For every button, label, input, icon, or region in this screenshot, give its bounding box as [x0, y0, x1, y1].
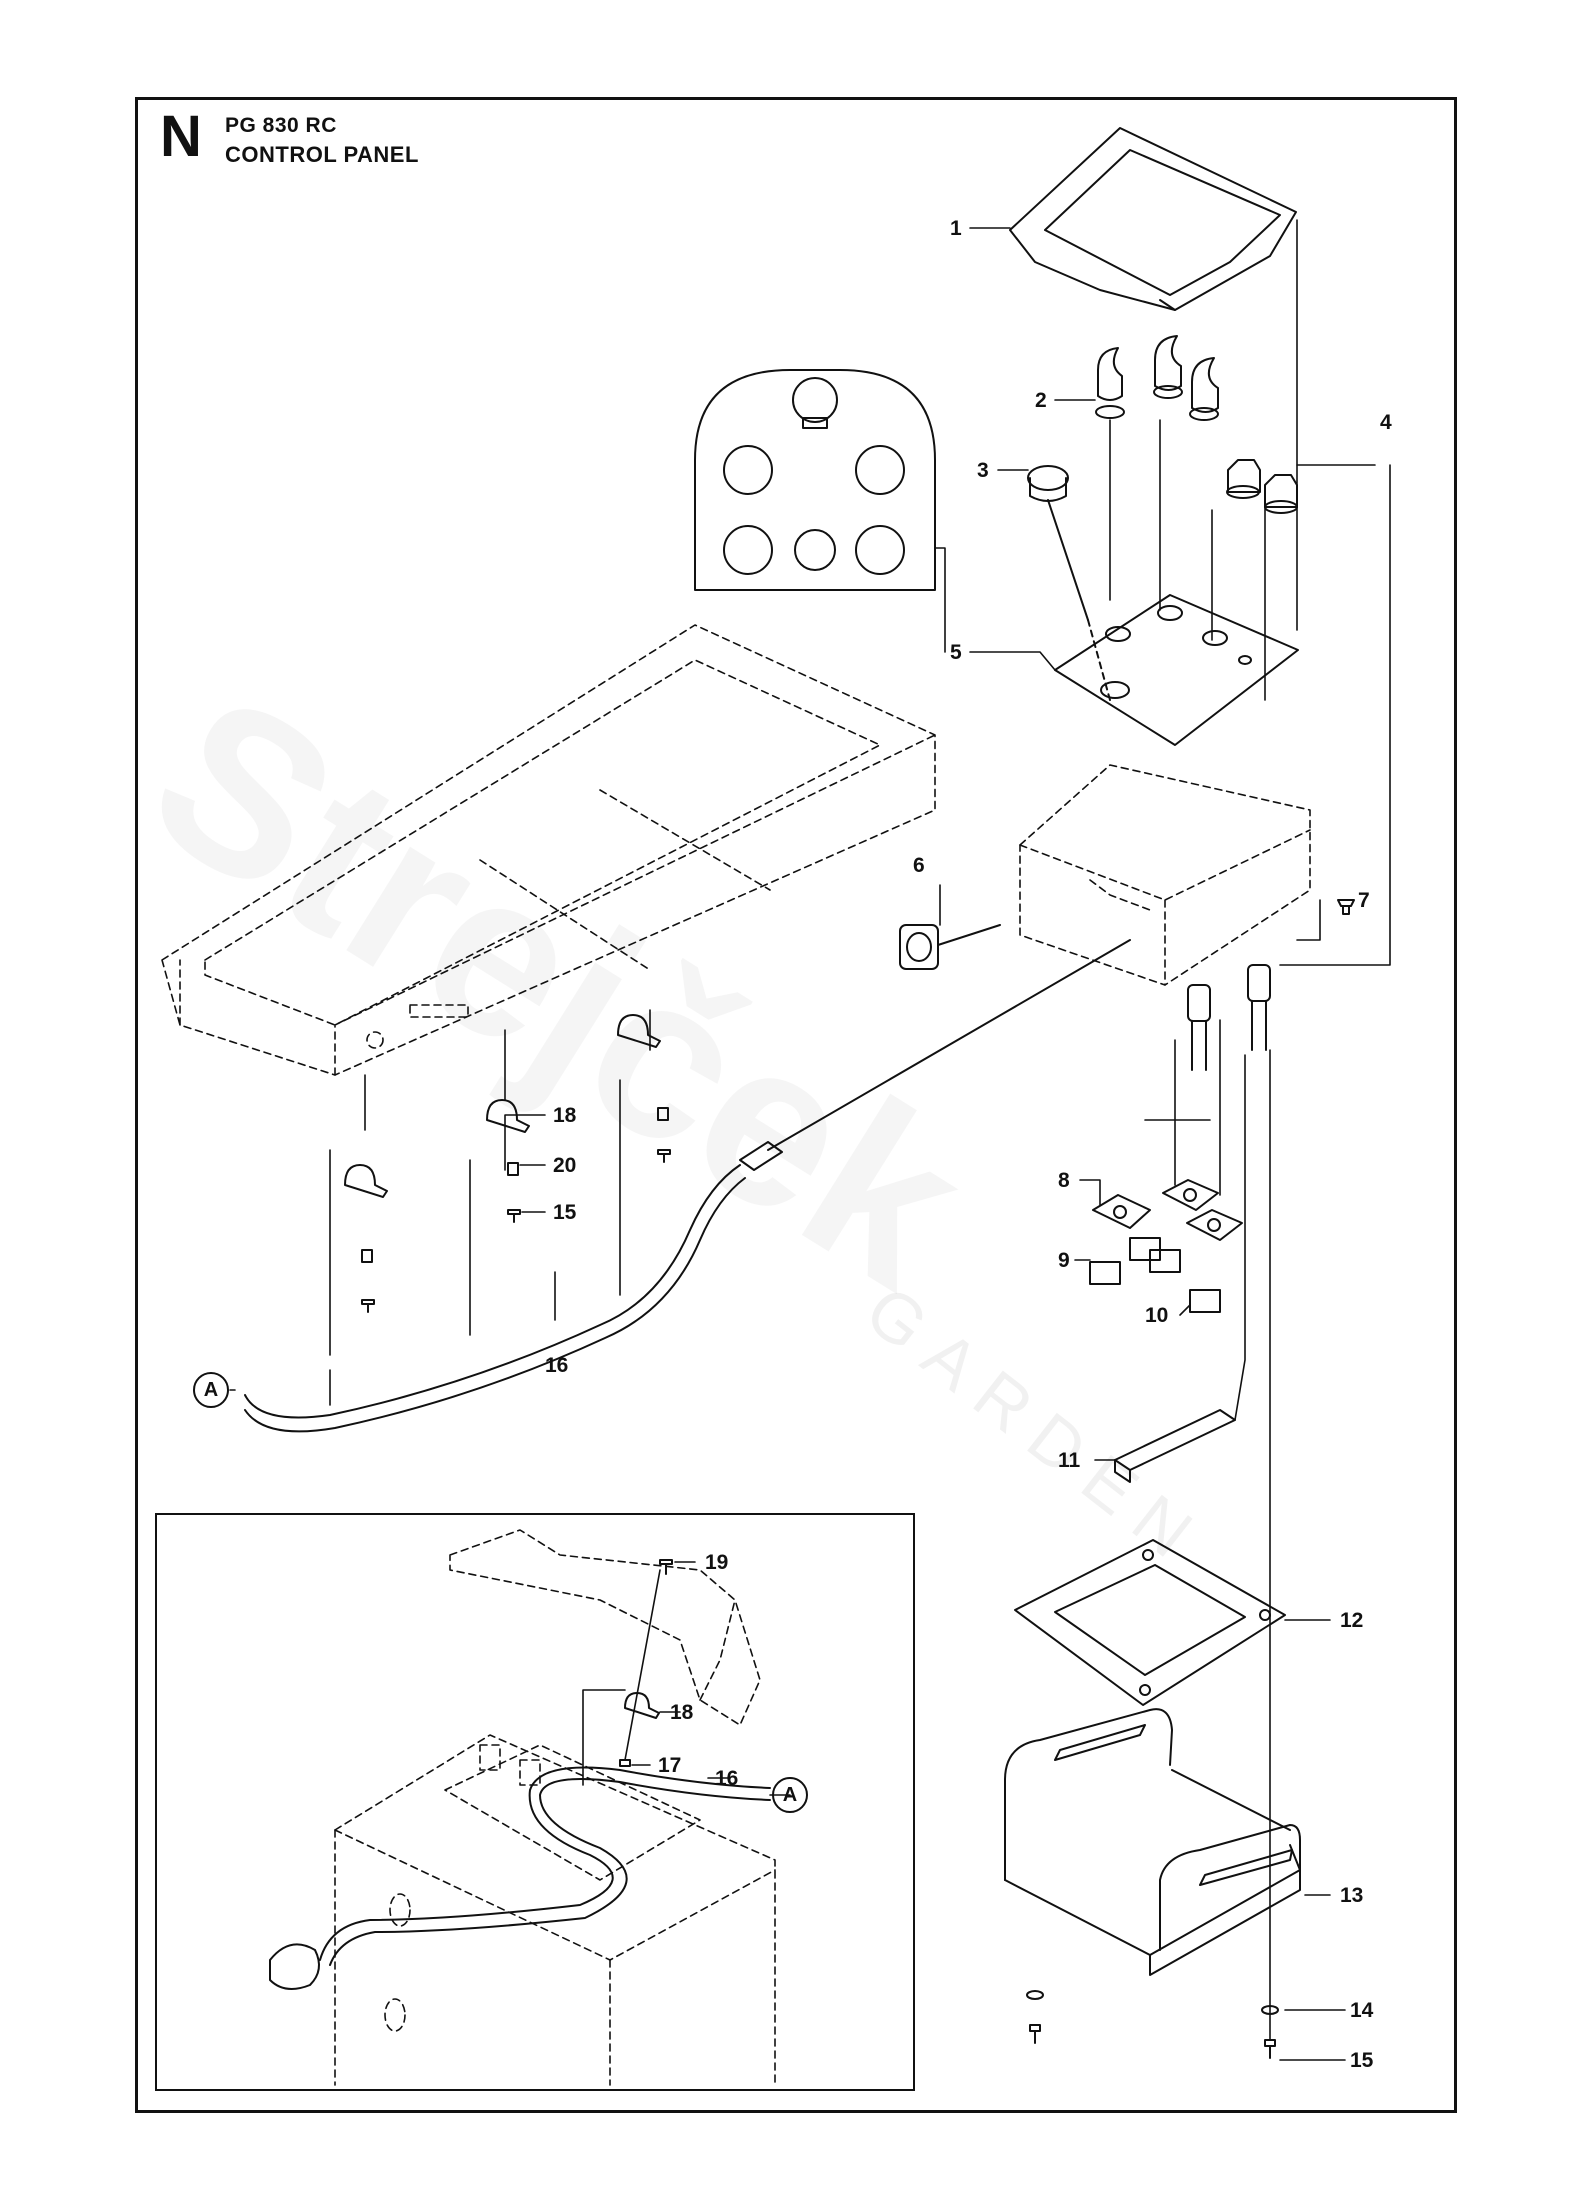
part-3-key-switch — [1027, 465, 1111, 701]
part-2-knobs — [1095, 335, 1298, 514]
console-housing — [1019, 764, 1311, 986]
drawing-frame — [135, 97, 1457, 2113]
part-5-plate — [1054, 594, 1299, 746]
callout-11: 11 — [1058, 1449, 1081, 1472]
callout-15: 15 — [553, 1201, 577, 1224]
callout-17: 17 — [658, 1754, 682, 1777]
callout-16: 16 — [715, 1767, 739, 1790]
part-5-decal — [694, 369, 936, 591]
callout-2: 2 — [1035, 389, 1047, 412]
callout-10: 10 — [1145, 1304, 1169, 1327]
part-7-screw — [1337, 899, 1355, 915]
callout-6: 6 — [913, 854, 925, 877]
callout-12: 12 — [1340, 1609, 1364, 1632]
part-16-cable — [244, 939, 1131, 1433]
reference-marker-a: A — [193, 1372, 229, 1408]
callout-20: 20 — [553, 1154, 577, 1177]
detail-inset-box — [155, 1513, 915, 2091]
page-title: CONTROL PANEL — [225, 142, 419, 167]
callout-15: 15 — [1350, 2049, 1374, 2072]
leader-lines — [229, 219, 1391, 2061]
callout-7: 7 — [1358, 889, 1370, 912]
reference-marker-a: A — [772, 1777, 808, 1813]
part-10-contact — [1189, 1289, 1221, 1313]
part-11-terminal-strip — [1114, 1409, 1236, 1483]
part-12-gasket — [1014, 1539, 1286, 1706]
part-14-15-hardware — [1026, 1990, 1279, 2059]
callout-4: 4 — [1380, 411, 1392, 434]
part-9-contacts — [1089, 1237, 1181, 1285]
callout-19: 19 — [705, 1551, 729, 1574]
part-1-top-cover — [1009, 127, 1297, 311]
callout-14: 14 — [1350, 1999, 1374, 2022]
callout-8: 8 — [1058, 1169, 1070, 1192]
callout-18: 18 — [553, 1104, 577, 1127]
section-letter: N — [160, 104, 202, 169]
callout-13: 13 — [1340, 1884, 1364, 1907]
switch-bodies — [1187, 964, 1271, 1071]
callout-1: 1 — [950, 217, 962, 240]
part-13-bracket — [1004, 1708, 1301, 1976]
model-name: PG 830 RC — [225, 114, 337, 137]
inset-console-housing — [334, 1734, 776, 2086]
callout-9: 9 — [1058, 1249, 1070, 1272]
callout-5: 5 — [950, 641, 962, 664]
callout-16: 16 — [545, 1354, 569, 1377]
callout-18: 18 — [670, 1701, 694, 1724]
callout-3: 3 — [977, 459, 989, 482]
clamps-18-screws-15-20 — [344, 1014, 671, 1313]
part-8-holders — [1092, 1179, 1243, 1241]
frame-assembly — [161, 624, 936, 1076]
part-6-socket — [899, 924, 1001, 970]
inset-frame-rail — [449, 1529, 761, 1726]
inset-cable — [269, 1559, 771, 1990]
